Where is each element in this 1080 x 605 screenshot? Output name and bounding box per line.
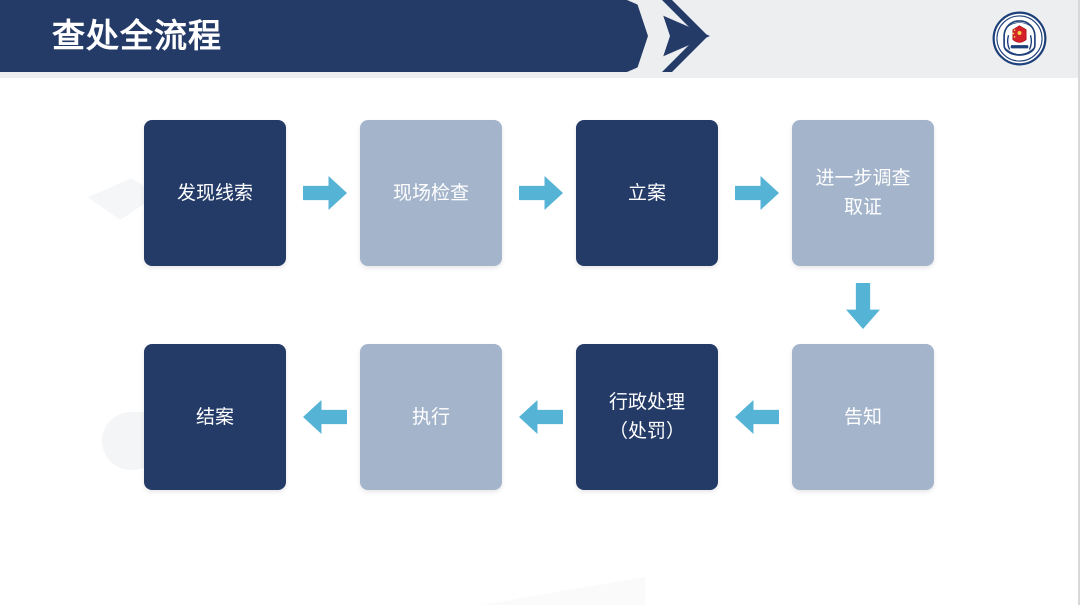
decorative-watermark-bottom <box>395 576 645 605</box>
flow-step-6[interactable]: 行政处理（处罚） <box>576 344 718 490</box>
flow-step-6-label: 行政处理（处罚） <box>608 392 685 442</box>
arrow-down-icon <box>846 283 880 329</box>
flow-step-3[interactable]: 立案 <box>576 120 718 266</box>
arrow-left-icon-2 <box>519 400 563 434</box>
flow-step-1-label: 发现线索 <box>176 182 253 204</box>
arrow-left-icon-1 <box>735 400 779 434</box>
arrow-right-icon-1 <box>303 176 347 210</box>
arrow-right-icon-2 <box>519 176 563 210</box>
header-underline <box>0 72 1078 78</box>
flow-step-7[interactable]: 执行 <box>360 344 502 490</box>
flow-step-4[interactable]: 进一步调查取证 <box>792 120 934 266</box>
flow-step-7-label: 执行 <box>411 406 450 428</box>
flow-step-3-label: 立案 <box>627 182 666 204</box>
arrow-left-icon-3 <box>303 400 347 434</box>
flow-step-5-label: 告知 <box>843 406 882 428</box>
flow-step-2[interactable]: 现场检查 <box>360 120 502 266</box>
page-title: 查处全流程 <box>52 17 222 54</box>
header-band <box>0 0 1078 78</box>
flow-step-4-label: 进一步调查取证 <box>815 168 911 218</box>
flow-step-8[interactable]: 结案 <box>144 344 286 490</box>
administrative-law-enforcement-emblem-icon <box>992 11 1047 66</box>
flow-step-2-label: 现场检查 <box>392 182 469 204</box>
flow-step-5[interactable]: 告知 <box>792 344 934 490</box>
flow-step-8-label: 结案 <box>195 406 234 428</box>
header-navy-shape <box>0 0 710 72</box>
flow-step-1[interactable]: 发现线索 <box>144 120 286 266</box>
arrow-right-icon-3 <box>735 176 779 210</box>
